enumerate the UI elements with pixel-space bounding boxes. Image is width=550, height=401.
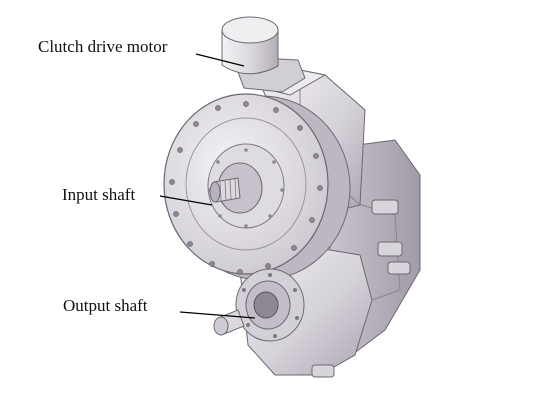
leader-output-shaft: [179, 311, 256, 319]
inner-bolts: [208, 148, 284, 228]
label-input-shaft: Input shaft: [62, 185, 136, 204]
label-clutch-drive-motor: Clutch drive motor: [38, 37, 168, 56]
output-bolts: [242, 273, 299, 338]
label-output-shaft: Output shaft: [63, 296, 148, 315]
leader-clutch-drive-motor: [195, 53, 245, 67]
clutch-drive-motor: [221, 16, 279, 75]
leader-input-shaft: [159, 195, 213, 206]
flange-bolts: [169, 101, 323, 275]
output-shaft: [213, 309, 245, 336]
input-shaft: [209, 177, 241, 203]
mounting-lugs: [311, 199, 411, 378]
